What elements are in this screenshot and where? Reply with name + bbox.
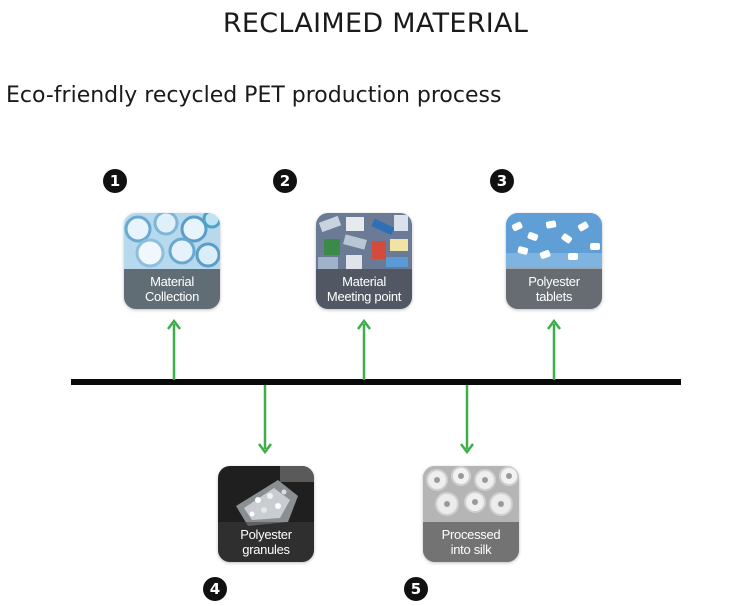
step-4-label: Polyester granules [218,522,314,562]
step-5-number-badge: 5 [404,577,428,601]
page-subtitle: Eco-friendly recycled PET production pro… [6,83,502,108]
step-4-tile: Polyester granules [218,466,314,562]
step-2-up-arrow [357,318,371,380]
step-2-label: Material Meeting point [316,269,412,309]
step-4-down-arrow [258,385,272,455]
step-1-number-badge: 1 [103,169,127,193]
step-3-label: Polyester tablets [506,269,602,309]
step-1-up-arrow [167,318,181,380]
step-1-tile: Material Collection [124,213,220,309]
step-2-tile: Material Meeting point [316,213,412,309]
step-3-up-arrow [547,318,561,380]
page-title: RECLAIMED MATERIAL [222,8,529,39]
step-1-label: Material Collection [124,269,220,309]
step-5-down-arrow [460,385,474,455]
step-5-label: Processed into silk [423,522,519,562]
timeline-bar [71,379,681,385]
step-3-number-badge: 3 [490,169,514,193]
step-4-number-badge: 4 [203,577,227,601]
step-3-tile: Polyester tablets [506,213,602,309]
step-5-tile: Processed into silk [423,466,519,562]
step-2-number-badge: 2 [273,169,297,193]
